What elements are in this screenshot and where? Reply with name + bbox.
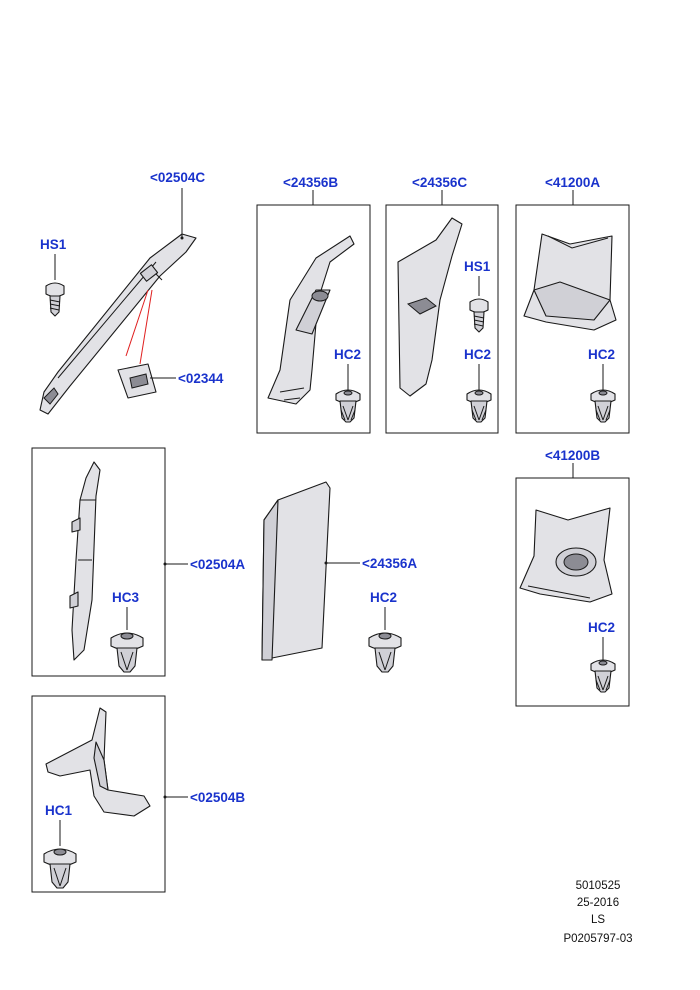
callout-02504B: <02504B xyxy=(190,790,245,805)
screw-icon xyxy=(469,298,489,333)
ref-line-1: 5010525 xyxy=(576,880,621,892)
large-clip-icon xyxy=(110,632,144,673)
ref-line-3: LS xyxy=(591,914,605,926)
fastener-label-hc1: HC1 xyxy=(45,803,72,818)
fastener-label-hc2-b: HC2 xyxy=(334,347,361,362)
large-clip-icon xyxy=(368,632,402,673)
clip-icon xyxy=(590,389,616,423)
fastener-label-hc2-41200a: HC2 xyxy=(588,347,615,362)
fastener-label-hs1: HS1 xyxy=(40,237,67,252)
box-02504A: <02504A HC3 xyxy=(31,447,245,677)
box-41200B: <41200B HC2 xyxy=(515,448,630,707)
callout-02344: <02344 xyxy=(178,371,224,386)
b-pillar-panel-24356A: <24356A HC2 xyxy=(261,481,417,673)
reference-block: 5010525 25-2016 LS P0205797-03 xyxy=(563,880,632,945)
large-clip-icon xyxy=(43,848,77,889)
screw-icon xyxy=(45,282,65,317)
fastener-label-hc3: HC3 xyxy=(112,590,139,605)
callout-02504C: <02504C xyxy=(150,170,205,185)
a-pillar-trim-02504C xyxy=(39,188,197,415)
fastener-label-hs1-box: HS1 xyxy=(464,259,491,274)
box-41200A: <41200A HC2 xyxy=(515,175,630,434)
ref-line-4: P0205797-03 xyxy=(563,933,632,945)
ref-line-2: 25-2016 xyxy=(577,897,619,909)
fastener-label-hc2-mid: HC2 xyxy=(370,590,397,605)
clip-icon xyxy=(590,659,616,693)
callout-24356A: <24356A xyxy=(362,556,417,571)
box-02504B: <02504B HC1 xyxy=(31,695,245,893)
callout-02504A: <02504A xyxy=(190,557,245,572)
callout-24356C: <24356C xyxy=(412,175,467,190)
box-24356C: <24356C HS1 HC2 xyxy=(385,175,499,434)
fastener-label-hc2-41200b: HC2 xyxy=(588,620,615,635)
clip-02344 xyxy=(117,289,176,399)
clip-icon xyxy=(335,389,361,423)
box-24356B: <24356B HC2 xyxy=(256,175,371,434)
clip-icon xyxy=(466,389,492,423)
callout-41200A: <41200A xyxy=(545,175,600,190)
fastener-label-hc2-c: HC2 xyxy=(464,347,491,362)
callout-24356B: <24356B xyxy=(283,175,338,190)
callout-41200B: <41200B xyxy=(545,448,600,463)
